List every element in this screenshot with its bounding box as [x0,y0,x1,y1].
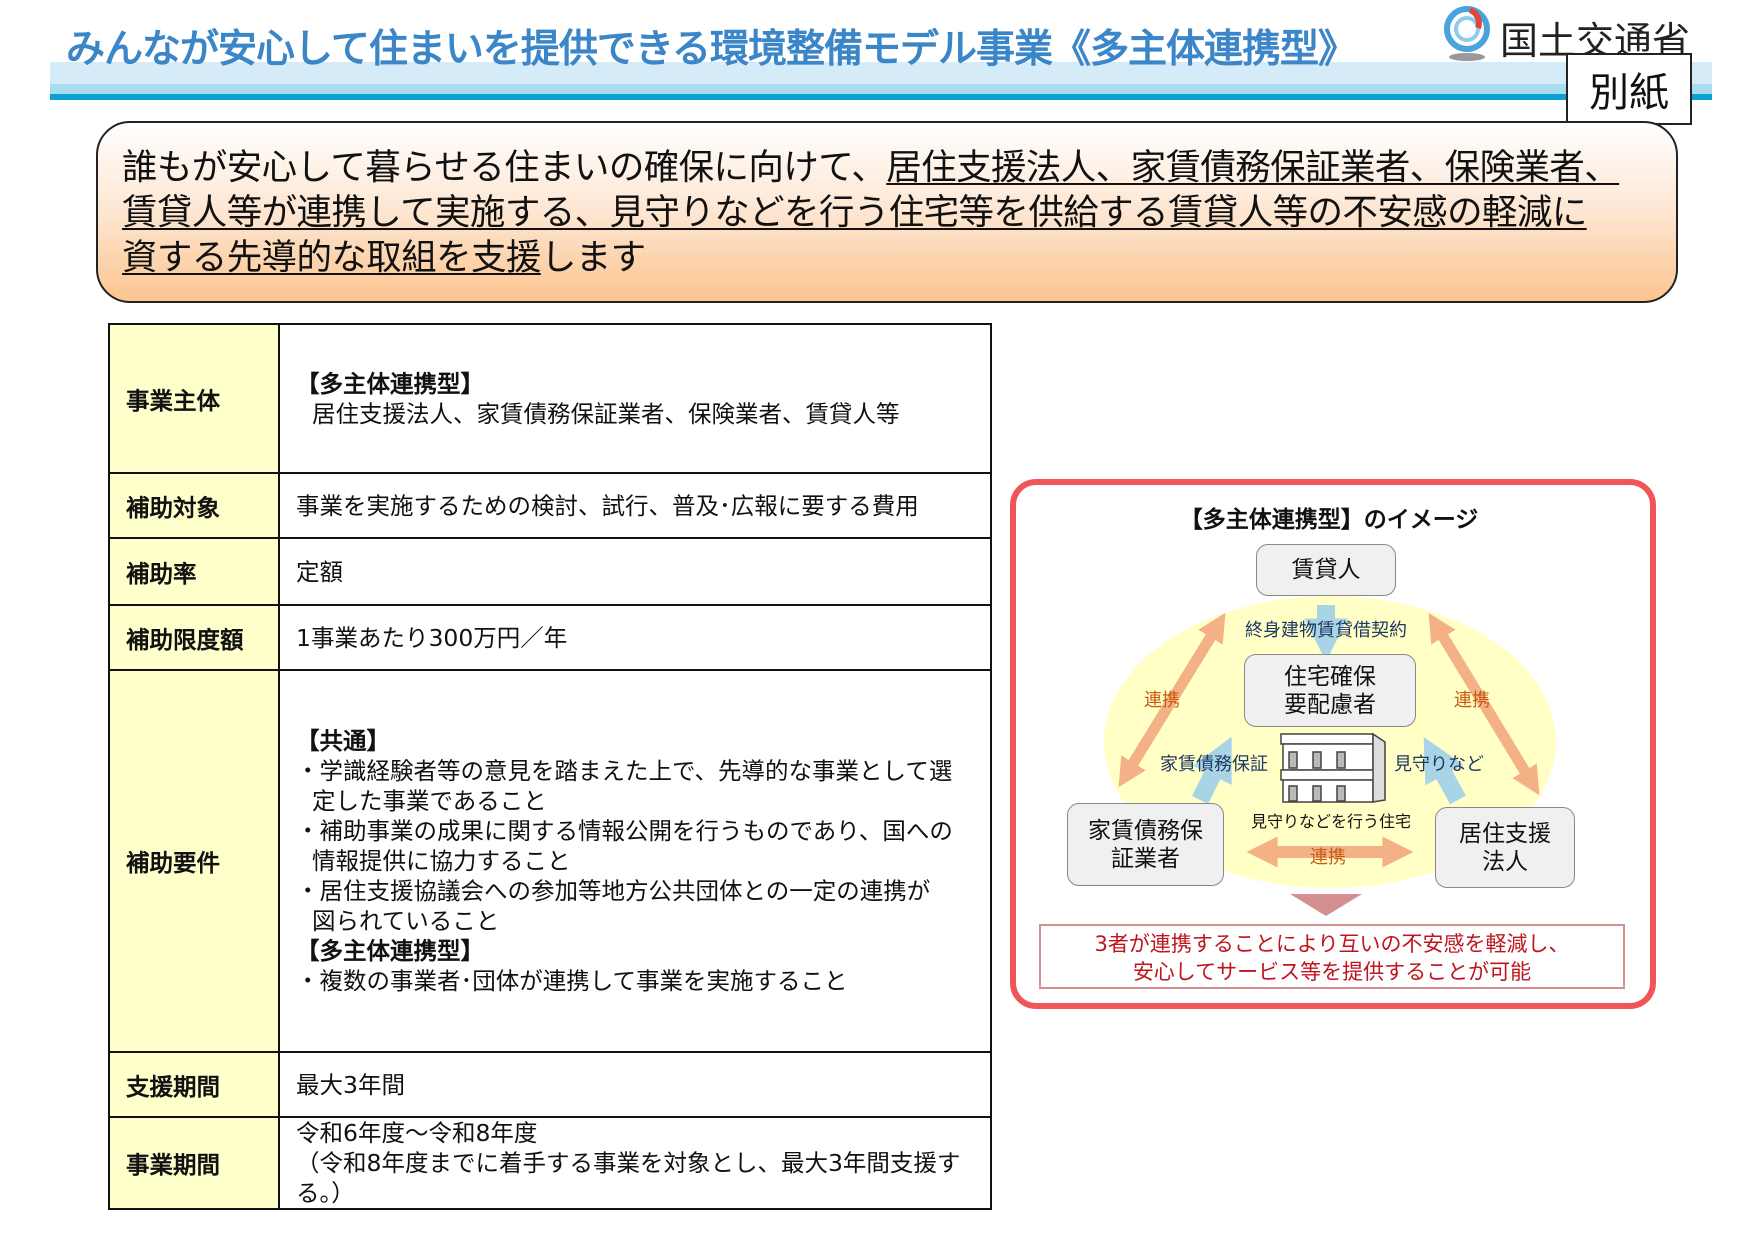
guarantee-label: 家賃債務保証 [1160,754,1268,775]
row-value: 定額 [278,537,992,606]
result-text: 安心してサービス等を提供することが可能 [1132,960,1532,984]
value-heading: 【多主体連携型】 [296,937,484,965]
row-label: 補助要件 [108,669,280,1053]
result-box: 3者が連携することにより互いの不安感を軽減し、 安心してサービス等を提供すること… [1039,924,1625,989]
header-band [50,62,1712,84]
program-summary-table: 事業主体【多主体連携型】居住支援法人、家賃債務保証業者、保険業者、賃貸人等 補助… [108,323,992,1210]
row-value: 最大3年間 [278,1051,992,1118]
lead-text-underlined: 賃貸人等が連携して実施する、見守りなどを行う住宅等を供給する賃貸人等の不安感の軽… [122,192,1587,233]
house-label: 見守りなどを行う住宅 [1250,812,1411,831]
link-arrow-left [1118,612,1226,788]
row-value: 1事業あたり300万円／年 [278,604,992,671]
row-label: 補助限度額 [108,604,280,671]
value-text: 居住支援法人、家賃債務保証業者、保険業者、賃貸人等 [312,399,900,428]
guarantor-box: 家賃債務保証業者 [1067,803,1224,886]
page-title: みんなが安心して住まいを提供できる環境整備モデル事業《多主体連携型》 [66,27,1357,72]
row-value: 令和6年度～令和8年度（令和8年度までに着手する事業を対象とし、最大3年間支援す… [278,1116,992,1210]
link-left-label: 連携 [1144,690,1180,711]
row-label: 事業主体 [108,323,280,474]
lead-summary: 誰もが安心して暮らせる住まいの確保に向けて、居住支援法人、家賃債務保証業者、保険… [96,121,1678,303]
table-row: 補助率定額 [108,537,992,606]
lead-text: 誰もが安心して暮らせる住まいの確保に向けて、 [122,147,887,188]
link-right-label: 連携 [1454,690,1490,711]
row-label: 支援期間 [108,1051,280,1118]
row-value: 【共通】 ・学識経験者等の意見を踏まえた上で、先導的な事業として選 定した事業で… [278,669,992,1053]
link-arrow-right [1428,612,1540,796]
table-row: 補助対象事業を実施するための検討、試行、普及･広報に要する費用 [108,472,992,539]
value-text: ・補助事業の成果に関する情報公開を行うものであり、国への [296,817,953,845]
lead-text-underlined: 資する先導的な取組を支援 [122,237,541,278]
value-text: 図られていること [312,907,500,935]
value-heading: 【多主体連携型】 [296,369,484,398]
value-heading: 【共通】 [296,727,390,755]
row-value: 事業を実施するための検討、試行、普及･広報に要する費用 [278,472,992,539]
lessor-box: 賃貸人 [1256,544,1396,596]
tenant-box: 住宅確保要配慮者 [1244,654,1416,727]
row-label: 補助率 [108,537,280,606]
table-row: 事業主体【多主体連携型】居住支援法人、家賃債務保証業者、保険業者、賃貸人等 [108,323,992,474]
value-text: 令和6年度～令和8年度 [296,1119,538,1147]
down-arrow-icon [1290,894,1362,916]
table-row: 支援期間最大3年間 [108,1051,992,1118]
value-text: 定した事業であること [312,787,547,815]
value-text: ・複数の事業者･団体が連携して事業を実施すること [296,967,848,995]
table-row: 事業期間令和6年度～令和8年度（令和8年度までに着手する事業を対象とし、最大3年… [108,1116,992,1210]
value-text: 情報提供に協力すること [312,847,571,875]
value-text: ・学識経験者等の意見を踏まえた上で、先導的な事業として選 [296,757,953,785]
value-text: （令和8年度までに着手する事業を対象とし、最大3年間支援する。） [296,1149,961,1207]
table-row: 補助要件 【共通】 ・学識経験者等の意見を踏まえた上で、先導的な事業として選 定… [108,669,992,1053]
ministry-logo-icon [1444,6,1490,61]
contract-label: 終身建物賃貸借契約 [1245,620,1407,641]
watch-label: 見守りなど [1394,754,1484,775]
row-label: 事業期間 [108,1116,280,1210]
link-bottom-label: 連携 [1310,847,1346,868]
diagram-title: 【多主体連携型】のイメージ [1179,507,1479,533]
watch-arrow [1423,737,1466,805]
header-band [50,84,1712,94]
lead-text-underlined: 居住支援法人、家賃債務保証業者、保険業者、 [886,147,1620,188]
row-label: 補助対象 [108,472,280,539]
header-band [50,94,1712,100]
lead-text: します [540,237,646,278]
diagram-panel [1010,479,1656,1009]
guarantee-arrow [1191,736,1232,805]
apartment-building-icon [1280,732,1386,803]
row-value: 【多主体連携型】居住支援法人、家賃債務保証業者、保険業者、賃貸人等 [278,323,992,474]
value-text: ・居住支援協議会への参加等地方公共団体との一定の連携が [296,877,931,905]
result-text: 3者が連携することにより互いの不安感を軽減し、 [1094,932,1570,956]
support-corp-box: 居住支援法人 [1435,807,1575,888]
